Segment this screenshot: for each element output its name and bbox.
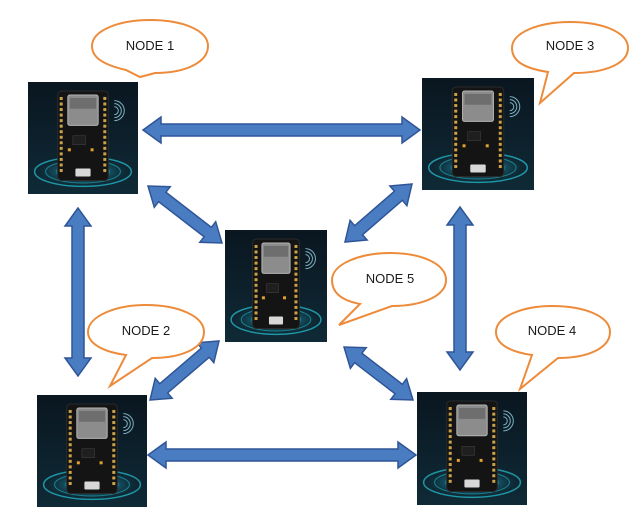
node-label: NODE 5 — [366, 271, 414, 286]
speech-bubble: NODE 5 — [330, 251, 448, 326]
speech-bubble-shape — [86, 303, 206, 389]
esp32-board-icon — [225, 230, 327, 342]
link-arrow-node1-node5 — [146, 185, 224, 244]
links-layer — [63, 115, 475, 470]
link-arrow-node1-node2 — [63, 206, 93, 378]
node-1: NODE 1 — [28, 18, 210, 194]
node-5: NODE 5 — [225, 230, 448, 342]
node-label: NODE 4 — [528, 323, 576, 338]
speech-bubble-shape — [90, 18, 210, 79]
link-arrow-node4-node5 — [342, 346, 415, 401]
node-label: NODE 3 — [546, 38, 594, 53]
node-label: NODE 1 — [126, 38, 174, 53]
esp32-board-icon — [37, 395, 147, 507]
speech-bubble: NODE 4 — [494, 304, 612, 393]
link-arrow-node1-node3 — [141, 115, 422, 145]
node-4: NODE 4 — [417, 304, 612, 505]
speech-bubble: NODE 1 — [90, 18, 210, 79]
speech-bubble-shape — [494, 304, 612, 393]
speech-bubble: NODE 3 — [510, 20, 630, 106]
speech-bubble-shape — [330, 251, 448, 326]
link-arrow-node2-node4 — [146, 440, 418, 470]
esp32-board-icon — [28, 82, 138, 194]
speech-bubble-shape — [510, 20, 630, 106]
esp32-board-icon — [422, 78, 534, 190]
link-arrow-node3-node4 — [445, 205, 475, 372]
speech-bubble: NODE 2 — [86, 303, 206, 389]
node-3: NODE 3 — [422, 20, 630, 190]
node-label: NODE 2 — [122, 323, 170, 338]
link-arrow-node3-node5 — [344, 183, 413, 243]
link-arrow-node2-node5 — [149, 340, 220, 401]
node-2: NODE 2 — [37, 303, 206, 507]
esp32-board-icon — [417, 392, 527, 505]
